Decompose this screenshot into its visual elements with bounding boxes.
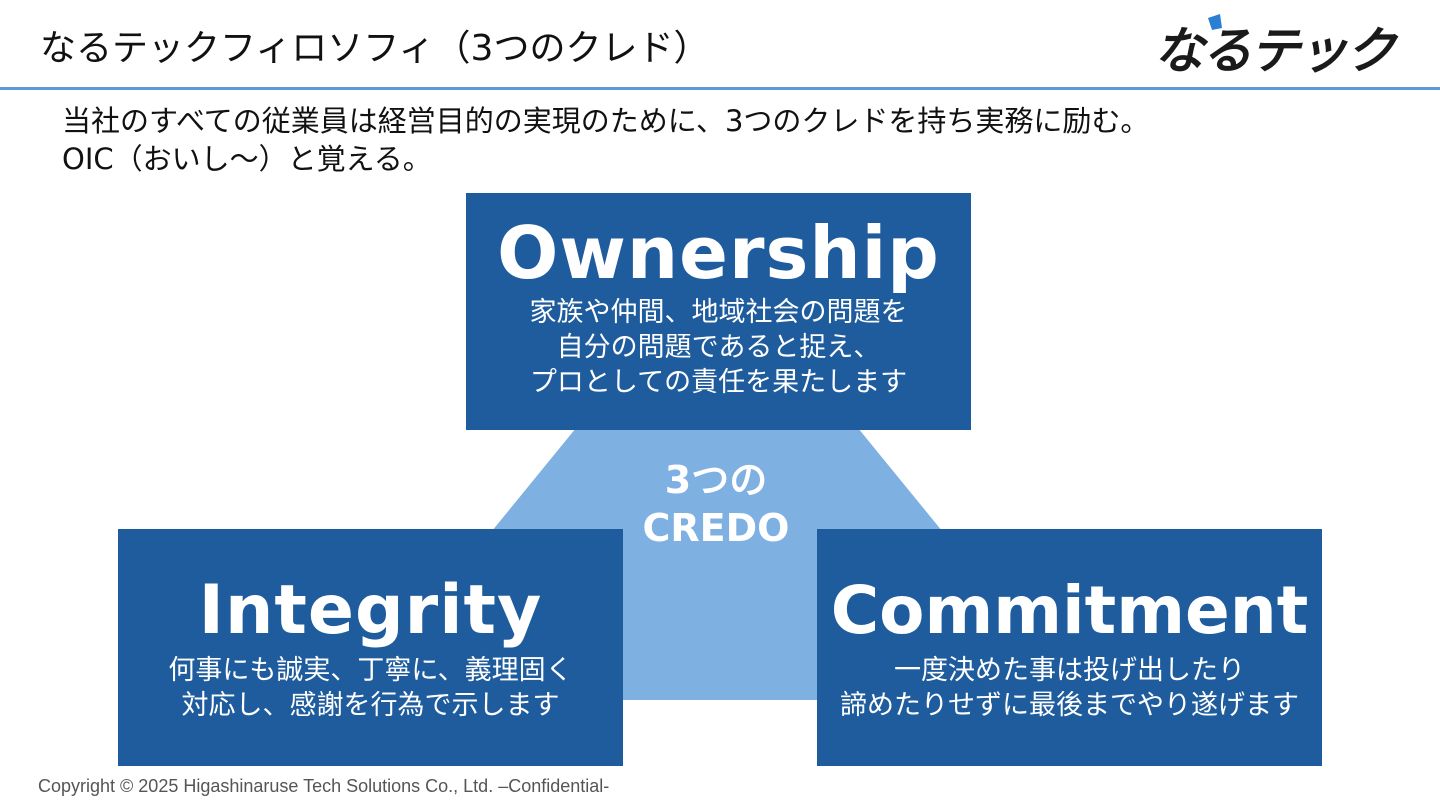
credo-title-ownership: Ownership	[497, 211, 940, 295]
credo-desc-commitment: 一度決めた事は投げ出したり 諦めたりせずに最後までやり遂げます	[817, 653, 1322, 723]
credo-title-commitment: Commitment	[830, 572, 1309, 649]
credo-desc-line: 自分の問題であると捉え、	[556, 332, 881, 363]
intro-line-2: OIC（おいし～）と覚える。	[62, 142, 432, 176]
center-label-line-1: 3つの	[664, 458, 768, 502]
credo-desc-line: 何事にも誠実、丁寧に、義理固く	[168, 655, 573, 686]
logo-accent-mark	[1208, 14, 1222, 30]
center-label-line-2: CREDO	[642, 506, 790, 550]
credo-desc-line: 家族や仲間、地域社会の問題を	[529, 297, 908, 328]
credo-desc-ownership: 家族や仲間、地域社会の問題を 自分の問題であると捉え、 プロとしての責任を果たし…	[466, 295, 971, 400]
credo-card-ownership: Ownership 家族や仲間、地域社会の問題を 自分の問題であると捉え、 プロ…	[466, 193, 971, 430]
company-logo: なるテック	[1154, 14, 1401, 76]
credo-desc-integrity: 何事にも誠実、丁寧に、義理固く 対応し、感謝を行為で示します	[118, 653, 623, 723]
credo-desc-line: プロとしての責任を果たします	[529, 367, 908, 398]
intro-line-1: 当社のすべての従業員は経営目的の実現のために、3つのクレドを持ち実務に励む。	[62, 104, 1150, 138]
credo-card-integrity: Integrity 何事にも誠実、丁寧に、義理固く 対応し、感謝を行為で示します	[118, 529, 623, 766]
credo-center-label: 3つの CREDO	[618, 456, 814, 552]
header-divider	[0, 87, 1440, 90]
credo-desc-line: 諦めたりせずに最後までやり遂げます	[840, 690, 1299, 721]
credo-desc-line: 一度決めた事は投げ出したり	[894, 655, 1245, 686]
intro-text: 当社のすべての従業員は経営目的の実現のために、3つのクレドを持ち実務に励む。 O…	[62, 102, 1149, 178]
svg-text:なるテック: なるテック	[1154, 22, 1399, 76]
credo-desc-line: 対応し、感謝を行為で示します	[181, 690, 560, 721]
credo-card-commitment: Commitment 一度決めた事は投げ出したり 諦めたりせずに最後までやり遂げ…	[817, 529, 1322, 766]
page-title: なるテックフィロソフィ（3つのクレド）	[40, 28, 710, 69]
credo-title-integrity: Integrity	[198, 571, 543, 650]
copyright-notice: Copyright © 2025 Higashinaruse Tech Solu…	[38, 776, 610, 796]
